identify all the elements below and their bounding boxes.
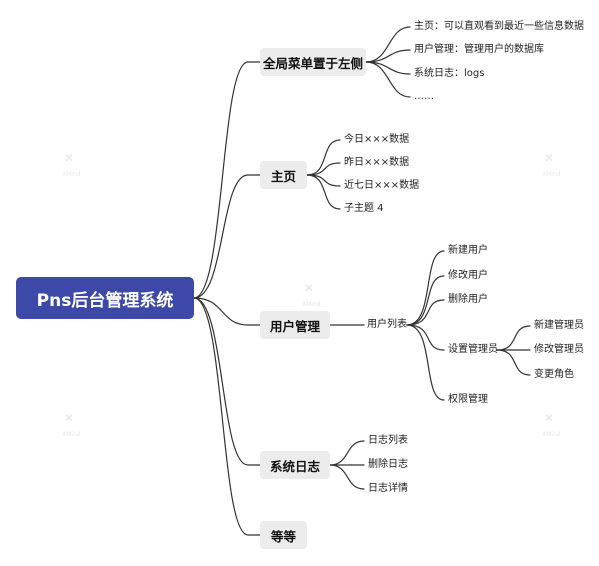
link-root-branch-2 [193, 297, 261, 326]
watermark-logo-icon: ✕ XMind [540, 410, 561, 440]
link-b0-3 [365, 61, 411, 98]
leaf-log-0[interactable]: 日志列表 [368, 435, 408, 446]
leaf-user-1[interactable]: 修改用户 [448, 270, 488, 281]
link-b1-0 [306, 139, 341, 176]
leaf-admin-0[interactable]: 新建管理员 [534, 320, 584, 331]
svg-text:✕: ✕ [304, 281, 314, 295]
leaf-admin-1[interactable]: 修改管理员 [534, 344, 584, 355]
link-b1-2 [306, 174, 341, 187]
svg-text:✕: ✕ [64, 411, 74, 425]
svg-text:XMind: XMind [62, 431, 80, 438]
leaf-home-1[interactable]: 昨日×××数据 [344, 157, 410, 168]
link-b1-1 [306, 162, 341, 176]
link-sub-2 [406, 299, 445, 326]
leaf-home-2[interactable]: 近七日×××数据 [344, 180, 420, 191]
branch-etc[interactable]: 等等 [260, 521, 307, 549]
svg-text:XMind: XMind [302, 301, 320, 308]
svg-text:XMind: XMind [62, 171, 80, 178]
leaf-user-0[interactable]: 新建用户 [448, 245, 488, 256]
leaf-home-3[interactable]: 子主题 4 [344, 203, 384, 214]
leaf-user-3[interactable]: 设置管理员 [448, 344, 498, 355]
link-admin-0 [496, 325, 531, 351]
svg-text:XMind: XMind [542, 431, 560, 438]
leaf-admin-2[interactable]: 变更角色 [534, 369, 574, 380]
leaf-global-menu-2[interactable]: 系统日志：logs [414, 68, 485, 79]
svg-text:✕: ✕ [64, 151, 74, 165]
watermark-logo-icon: ✕ XMind [300, 280, 321, 310]
link-sub-4 [406, 324, 445, 401]
sub-user-list[interactable]: 用户列表 [367, 319, 407, 330]
svg-text:✕: ✕ [544, 411, 554, 425]
link-b0-0 [365, 26, 411, 63]
leaf-user-4[interactable]: 权限管理 [448, 394, 488, 405]
link-b0-2 [365, 61, 411, 75]
leaf-user-2[interactable]: 删除用户 [448, 294, 488, 305]
link-sub-0 [406, 250, 445, 326]
branch-system-log[interactable]: 系统日志 [260, 451, 330, 479]
branch-user-management[interactable]: 用户管理 [260, 311, 330, 339]
branch-global-menu[interactable]: 全局菜单置于左侧 [260, 48, 366, 76]
watermark-logo-icon: ✕ XMind [540, 150, 561, 180]
leaf-global-menu-0[interactable]: 主页：可以直观看到最近一些信息数据 [414, 21, 584, 32]
link-root-branch-3 [193, 297, 261, 466]
link-root-branch-1 [193, 174, 261, 299]
link-b0-1 [365, 49, 411, 63]
svg-text:XMind: XMind [542, 171, 560, 178]
link-root-branch-4 [193, 297, 261, 536]
link-b1-3 [306, 174, 341, 210]
link-sub-3 [406, 324, 445, 351]
link-sub-1 [406, 275, 445, 326]
svg-text:✕: ✕ [544, 151, 554, 165]
link-root-branch-0 [193, 61, 261, 299]
link-admin-2 [496, 349, 531, 376]
root-node[interactable]: Pns后台管理系统 [16, 277, 194, 319]
link-b3-0 [329, 440, 365, 466]
branch-home[interactable]: 主页 [260, 161, 307, 189]
leaf-log-2[interactable]: 日志详情 [368, 483, 408, 494]
leaf-global-menu-1[interactable]: 用户管理：管理用户的数据库 [414, 44, 544, 55]
leaf-log-1[interactable]: 删除日志 [368, 459, 408, 470]
watermark-logo-icon: ✕ XMind [60, 150, 81, 180]
leaf-global-menu-3[interactable]: …… [414, 91, 434, 102]
watermark-logo-icon: ✕ XMind [60, 410, 81, 440]
leaf-home-0[interactable]: 今日×××数据 [344, 134, 410, 145]
link-b3-2 [329, 464, 365, 490]
